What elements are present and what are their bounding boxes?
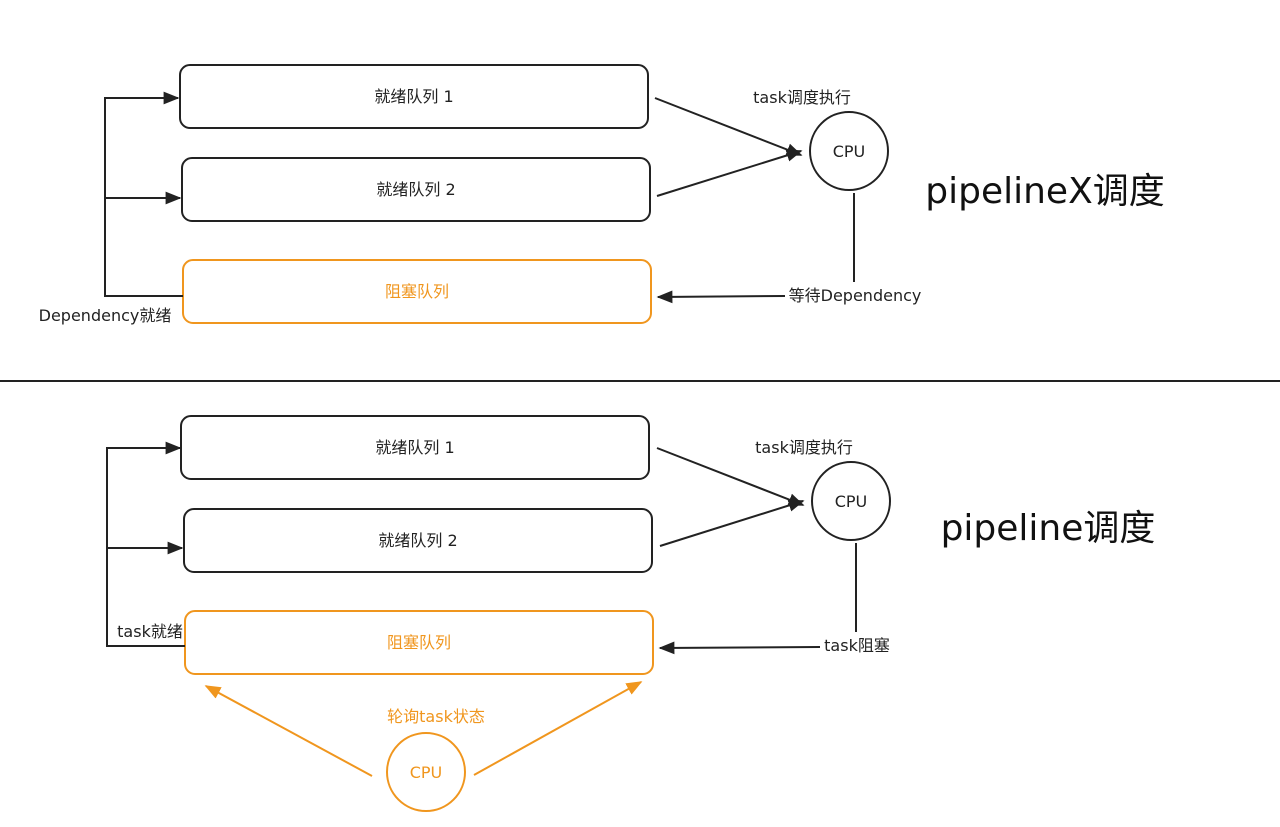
pipelinex-section: 就绪队列 1 就绪队列 2 阻塞队列 Dependency就绪 task调度执行… <box>39 64 1165 325</box>
poll-cpu-label: CPU <box>410 763 443 782</box>
top-queue2-to-cpu-arrow <box>656 149 803 197</box>
poll-arrow-right <box>473 681 643 776</box>
bottom-schedule-label: task调度执行 <box>755 438 853 457</box>
poll-task-status-label: 轮询task状态 <box>387 707 485 726</box>
bottom-queue2-to-cpu-arrow <box>659 499 805 547</box>
bottom-task-blocked-label: task阻塞 <box>824 636 890 655</box>
top-schedule-label: task调度执行 <box>753 88 851 107</box>
top-wait-dependency-label: 等待Dependency <box>789 286 922 305</box>
top-ready-queue-1-label: 就绪队列 1 <box>374 87 453 106</box>
poll-arrow-left <box>204 685 373 777</box>
bottom-title: pipeline调度 <box>941 508 1156 549</box>
top-queue1-to-cpu-arrow <box>654 97 803 156</box>
bottom-ready-queue-1: 就绪队列 1 <box>180 415 650 480</box>
top-dependency-ready-label: Dependency就绪 <box>39 306 172 325</box>
top-cpu-label: CPU <box>833 142 866 161</box>
bottom-task-ready-label: task就绪 <box>117 622 183 641</box>
top-ready-queue-2-label: 就绪队列 2 <box>376 180 455 199</box>
bottom-cpu-label: CPU <box>835 492 868 511</box>
top-blocked-queue: 阻塞队列 <box>182 259 652 324</box>
bottom-ready-queue-2: 就绪队列 2 <box>183 508 653 573</box>
top-wait-arrow <box>656 290 786 304</box>
pipeline-section: 就绪队列 1 就绪队列 2 阻塞队列 task就绪 task调度执行 CPU t… <box>106 415 1156 812</box>
bottom-cpu: CPU <box>811 461 891 541</box>
top-blocked-queue-label: 阻塞队列 <box>385 282 449 301</box>
bottom-blocked-arrow <box>658 641 821 655</box>
bottom-blocked-queue: 阻塞队列 <box>184 610 654 675</box>
top-cpu: CPU <box>809 111 889 191</box>
bottom-ready-queue-2-label: 就绪队列 2 <box>378 531 457 550</box>
poll-cpu: CPU <box>386 732 466 812</box>
bottom-queue1-to-cpu-arrow <box>656 447 805 506</box>
top-title: pipelineX调度 <box>925 171 1165 212</box>
bottom-blocked-queue-label: 阻塞队列 <box>387 633 451 652</box>
top-ready-queue-1: 就绪队列 1 <box>179 64 649 129</box>
bottom-ready-queue-1-label: 就绪队列 1 <box>375 438 454 457</box>
top-ready-queue-2: 就绪队列 2 <box>181 157 651 222</box>
